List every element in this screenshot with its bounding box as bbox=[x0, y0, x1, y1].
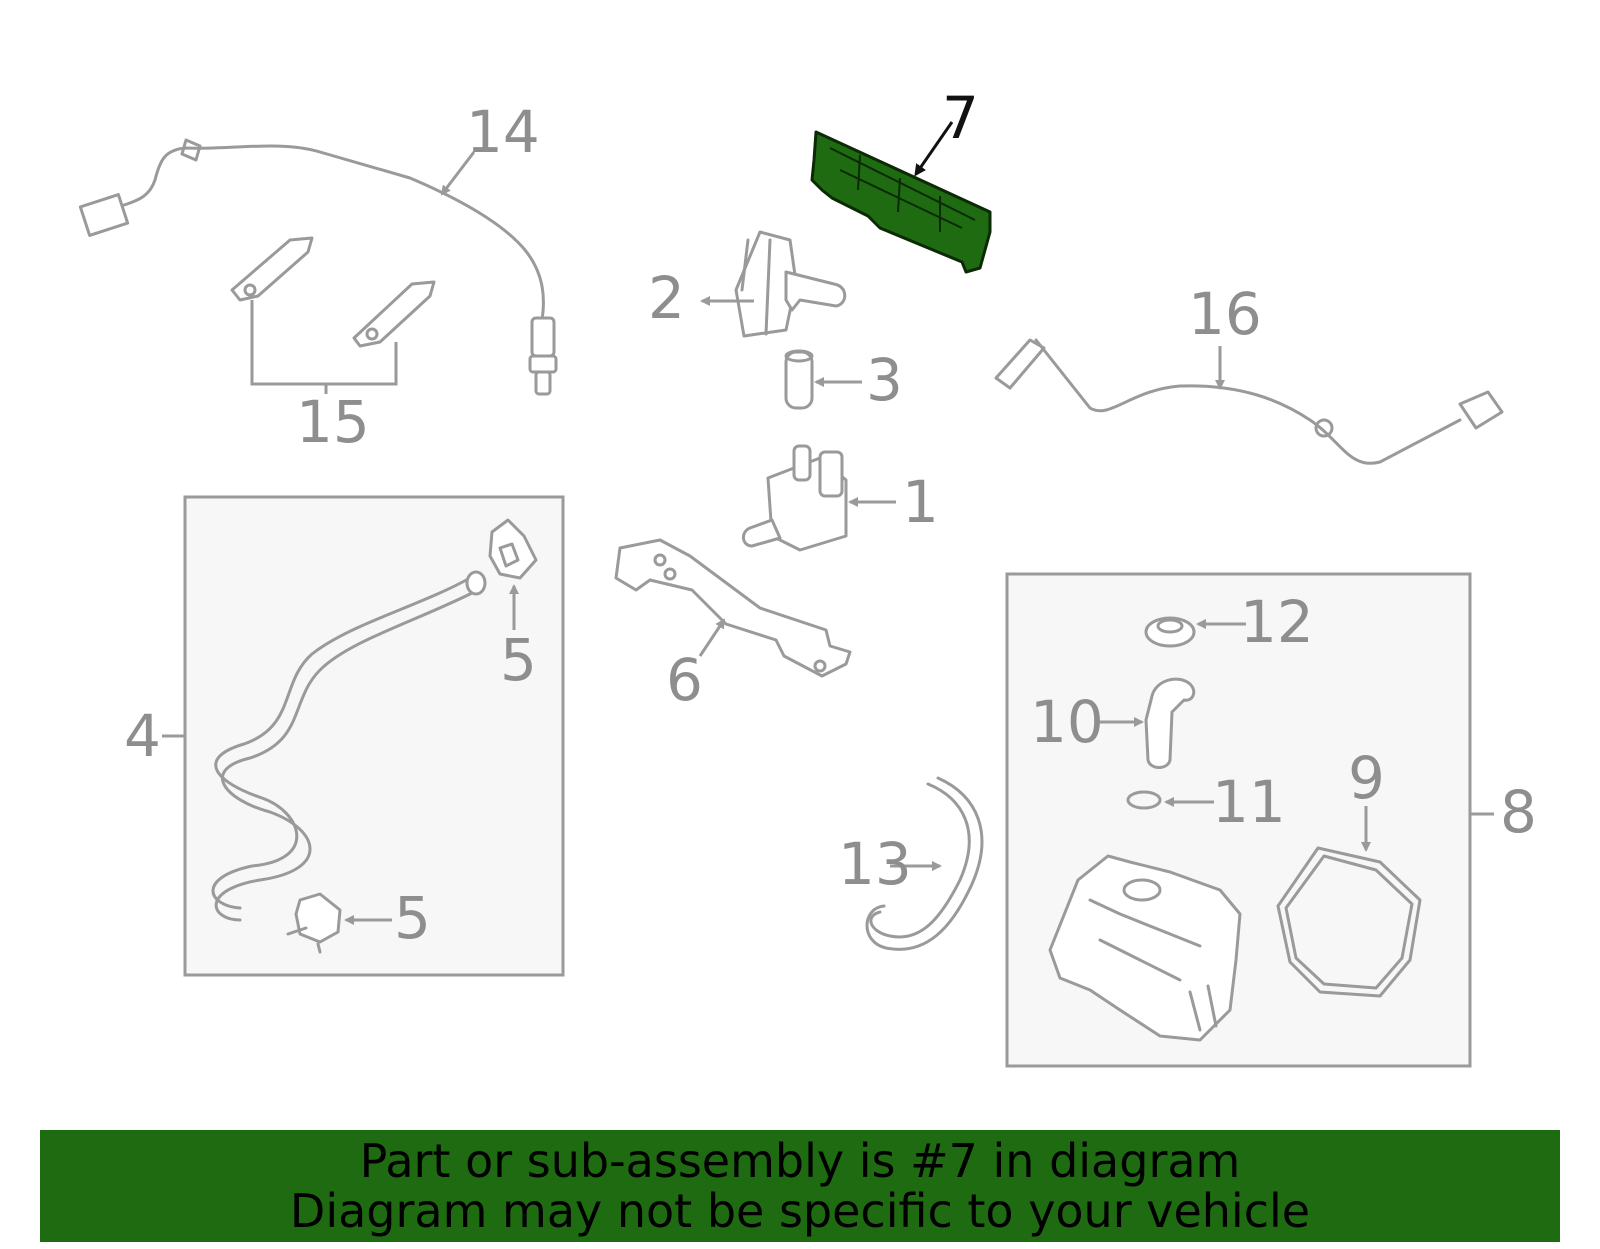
leader-14 bbox=[440, 151, 476, 196]
callout-13: 13 bbox=[838, 830, 912, 898]
part-5-clamp-top[interactable] bbox=[488, 518, 538, 580]
part-12-grommet[interactable] bbox=[1144, 616, 1196, 648]
leader-15 bbox=[250, 300, 398, 386]
callout-3: 3 bbox=[866, 346, 903, 414]
callout-14: 14 bbox=[466, 98, 540, 166]
callout-5-top: 5 bbox=[500, 626, 537, 694]
part-15-bracket-right[interactable] bbox=[352, 280, 436, 348]
part-14-oxygen-sensor[interactable] bbox=[78, 138, 558, 396]
callout-10: 10 bbox=[1030, 688, 1104, 756]
part-1-solenoid[interactable] bbox=[742, 444, 848, 552]
banner-line-1: Part or sub-assembly is #7 in diagram bbox=[359, 1134, 1241, 1188]
banner-line-2: Diagram may not be specific to your vehi… bbox=[289, 1184, 1311, 1238]
part-5-clamp-bottom[interactable] bbox=[286, 892, 342, 954]
part-6-bracket[interactable] bbox=[614, 538, 852, 678]
part-7-bracket-highlighted[interactable] bbox=[810, 130, 992, 274]
callout-8: 8 bbox=[1500, 778, 1537, 846]
callout-6: 6 bbox=[666, 646, 703, 714]
part-8-cover[interactable] bbox=[1048, 854, 1242, 1042]
callout-5-bottom: 5 bbox=[394, 884, 431, 952]
group-box-4 bbox=[183, 495, 565, 977]
callout-1: 1 bbox=[902, 468, 939, 536]
part-4-hose[interactable] bbox=[211, 570, 487, 922]
leader-7 bbox=[914, 121, 954, 177]
callout-4: 4 bbox=[124, 702, 161, 770]
part-13-hose[interactable] bbox=[865, 776, 984, 951]
part-10-pcv-valve[interactable] bbox=[1144, 677, 1196, 769]
leader-6 bbox=[698, 618, 726, 657]
callout-11: 11 bbox=[1212, 768, 1286, 836]
callout-7: 7 bbox=[942, 84, 979, 152]
part-16-sensor-wire[interactable] bbox=[994, 338, 1504, 465]
callout-9: 9 bbox=[1348, 744, 1385, 812]
part-3-spacer[interactable] bbox=[784, 349, 814, 410]
part-2-purge-valve[interactable] bbox=[734, 230, 847, 338]
part-15-bracket-left[interactable] bbox=[230, 236, 314, 302]
part-11-o-ring[interactable] bbox=[1126, 790, 1162, 810]
callout-16: 16 bbox=[1188, 280, 1262, 348]
callout-12: 12 bbox=[1240, 588, 1314, 656]
part-9-gasket[interactable] bbox=[1276, 846, 1422, 998]
callout-2: 2 bbox=[648, 264, 685, 332]
callout-15: 15 bbox=[296, 388, 370, 456]
info-banner: Part or sub-assembly is #7 in diagram Di… bbox=[40, 1130, 1560, 1242]
